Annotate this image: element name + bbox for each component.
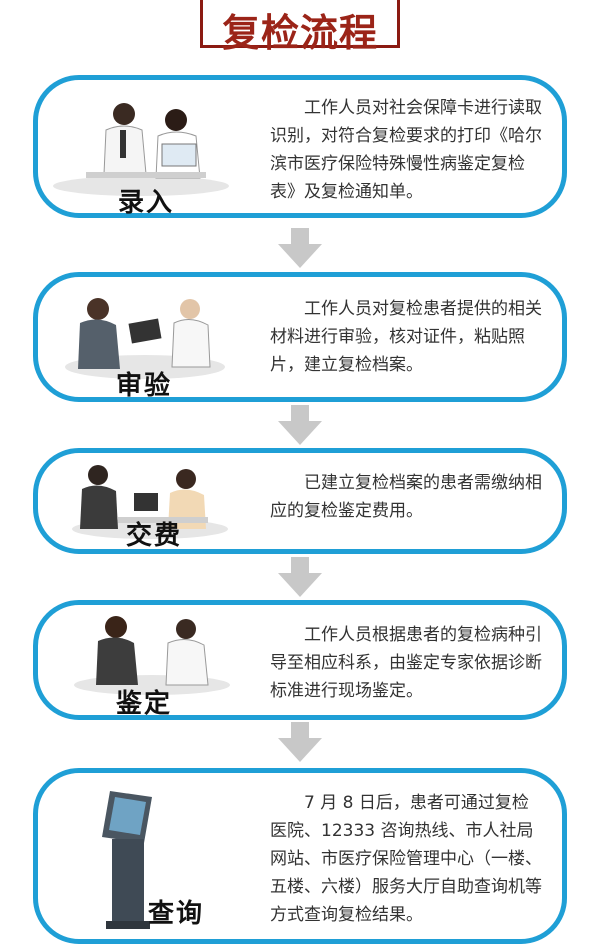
step-card-1: 录入 工作人员对社会保障卡进行读取识别，对符合复检要求的打印《哈尔滨市医疗保险特… xyxy=(33,75,567,218)
expert-consultation-icon xyxy=(74,616,230,695)
down-arrow-icon xyxy=(278,228,322,268)
down-arrow-icon xyxy=(278,557,322,597)
step-text-4: 工作人员根据患者的复检病种引导至相应科系，由鉴定专家依据诊断标准进行现场鉴定。 xyxy=(270,625,542,701)
step-label-3: 交费 xyxy=(126,521,183,551)
step-label-2: 审验 xyxy=(116,371,173,401)
step-card-5: 查询 7 月 8 日后，患者可通过复检医院、12333 咨询热线、市人社局网站、… xyxy=(33,768,567,944)
title-bracket xyxy=(200,0,400,48)
people-at-computer-icon xyxy=(53,103,229,196)
payment-desk-icon xyxy=(72,465,228,539)
step-text-3: 已建立复检档案的患者需缴纳相应的复检鉴定费用。 xyxy=(270,473,542,521)
page-title: 复检流程 xyxy=(221,10,378,55)
down-arrow-icon xyxy=(278,405,322,445)
self-service-kiosk-icon xyxy=(102,791,152,929)
step-label-5: 查询 xyxy=(148,899,205,929)
step-text-2: 工作人员对复检患者提供的相关材料进行审验，核对证件，粘贴照片，建立复检档案。 xyxy=(270,299,542,375)
step-card-2: 审验 工作人员对复检患者提供的相关材料进行审验，核对证件，粘贴照片，建立复检档案… xyxy=(33,272,567,402)
step-card-4: 鉴定 工作人员根据患者的复检病种引导至相应科系，由鉴定专家依据诊断标准进行现场鉴… xyxy=(33,600,567,720)
step-label-1: 录入 xyxy=(118,188,175,218)
step-label-4: 鉴定 xyxy=(116,689,173,719)
title-area: 复检流程 xyxy=(0,0,600,62)
down-arrow-icon xyxy=(278,722,322,762)
step-card-3: 交费 已建立复检档案的患者需缴纳相应的复检鉴定费用。 xyxy=(33,448,567,554)
people-reviewing-icon xyxy=(65,298,225,379)
step-text-1: 工作人员对社会保障卡进行读取识别，对符合复检要求的打印《哈尔滨市医疗保险特殊慢性… xyxy=(270,98,542,202)
step-text-5: 7 月 8 日后，患者可通过复检医院、12333 咨询热线、市人社局网站、市医疗… xyxy=(270,793,542,925)
